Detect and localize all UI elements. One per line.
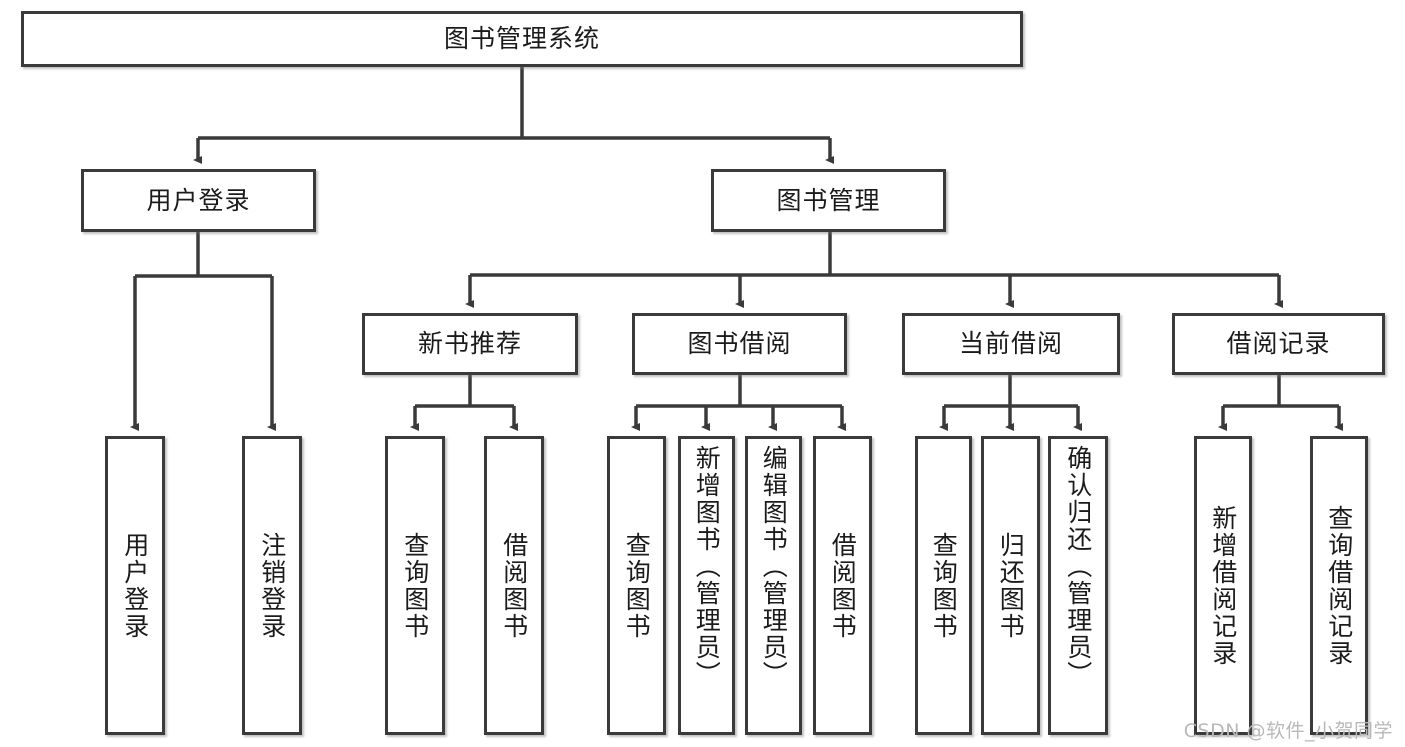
node-leaf-query-book-3[interactable]: 查询图书 [915,436,972,735]
node-leaf-return-book[interactable]: 归还图书 [981,436,1040,735]
node-borrow-record-label: 借阅记录 [1226,329,1331,359]
node-leaf-confirm-return[interactable]: 确认归还（管理员） [1048,436,1108,735]
node-leaf-add-book-label: 新增图书（管理员） [692,445,722,688]
node-leaf-confirm-return-label: 确认归还（管理员） [1063,445,1093,688]
node-leaf-query-record[interactable]: 查询借阅记录 [1310,436,1368,735]
node-root-label: 图书管理系统 [443,24,600,54]
node-leaf-logout[interactable]: 注销登录 [242,436,302,735]
node-leaf-edit-book[interactable]: 编辑图书（管理员） [745,436,802,735]
node-book-manage[interactable]: 图书管理 [711,169,946,232]
node-leaf-borrow-book-1[interactable]: 借阅图书 [484,436,544,735]
node-leaf-add-book[interactable]: 新增图书（管理员） [678,436,735,735]
node-current-borrow[interactable]: 当前借阅 [902,313,1120,375]
node-book-borrow[interactable]: 图书借阅 [632,313,847,375]
node-leaf-query-book-2[interactable]: 查询图书 [607,436,666,735]
node-leaf-add-record[interactable]: 新增借阅记录 [1194,436,1252,735]
node-new-book-recommend-label: 新书推荐 [417,329,522,359]
node-user-login[interactable]: 用户登录 [81,169,316,232]
node-leaf-query-book-1[interactable]: 查询图书 [385,436,445,735]
node-leaf-borrow-book-2[interactable]: 借阅图书 [813,436,872,735]
node-root[interactable]: 图书管理系统 [21,11,1023,67]
node-new-book-recommend[interactable]: 新书推荐 [362,313,578,375]
node-leaf-return-book-label: 归还图书 [996,531,1026,640]
node-leaf-borrow-book-2-label: 借阅图书 [828,531,858,640]
node-leaf-add-record-label: 新增借阅记录 [1208,504,1238,667]
node-leaf-query-book-3-label: 查询图书 [929,531,959,640]
node-borrow-record[interactable]: 借阅记录 [1172,313,1385,375]
node-leaf-edit-book-label: 编辑图书（管理员） [759,445,789,688]
csdn-watermark: CSDN @软件_小贺同学 [1183,720,1393,742]
node-leaf-user-login-label: 用户登录 [120,531,150,640]
node-leaf-user-login[interactable]: 用户登录 [105,436,165,735]
node-book-borrow-label: 图书借阅 [687,329,792,359]
node-leaf-query-book-1-label: 查询图书 [400,531,430,640]
node-current-borrow-label: 当前借阅 [958,329,1063,359]
node-leaf-logout-label: 注销登录 [257,531,287,640]
node-user-login-label: 用户登录 [146,185,251,215]
node-leaf-query-record-label: 查询借阅记录 [1324,504,1354,667]
node-leaf-borrow-book-1-label: 借阅图书 [499,531,529,640]
node-leaf-query-book-2-label: 查询图书 [622,531,652,640]
node-book-manage-label: 图书管理 [776,185,881,215]
